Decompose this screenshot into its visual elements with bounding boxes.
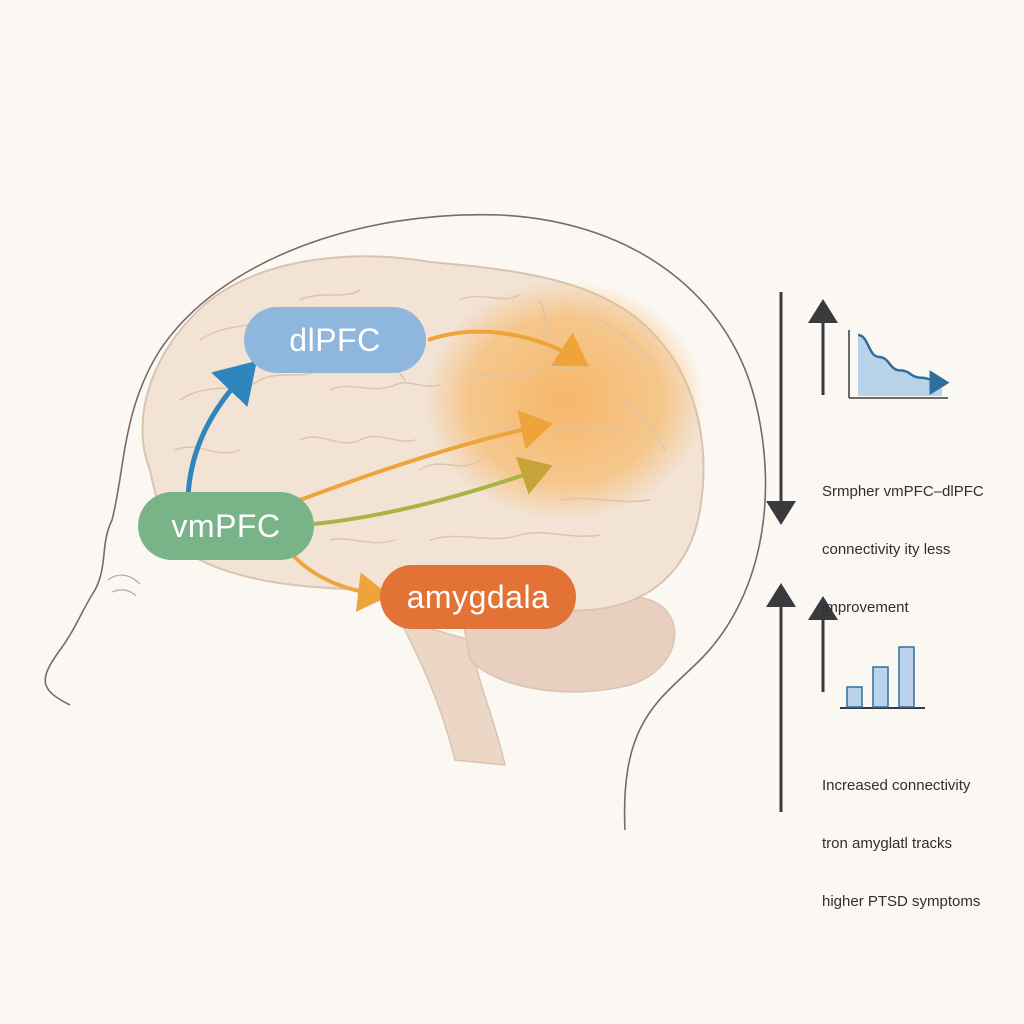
eye-detail xyxy=(107,574,141,597)
annotation-bottom-line-2: tron amyglatl tracks xyxy=(822,835,953,852)
head-outline xyxy=(44,213,767,831)
highlighted-dlpfc-region xyxy=(425,280,705,520)
vmpfc-label: vmPFC xyxy=(138,492,314,560)
mini-bar xyxy=(872,666,889,708)
arrow-vmpfc-to-dorsal-upper xyxy=(299,410,553,502)
vmpfc-label-text: vmPFC xyxy=(171,507,281,544)
annotation-bottom: Increased connectivity tron amyglatl tra… xyxy=(822,742,1012,945)
annotation-top: Srmpher vmPFC–dlPFC connectivity ity les… xyxy=(822,448,1012,651)
arrow-vmpfc-to-amygdala xyxy=(288,550,390,613)
arrow-vmpfc-to-dlpfc xyxy=(185,360,257,499)
amygdala-label: amygdala xyxy=(380,565,576,629)
dlpfc-label: dlPFC xyxy=(244,307,426,373)
mini-bar xyxy=(898,646,915,708)
arrow-dlpfc-to-hotspot xyxy=(427,329,589,367)
arrow-vmpfc-to-dorsal-lower xyxy=(313,456,553,526)
brain-gyri xyxy=(174,289,666,544)
annotation-bottom-line-3: higher PTSD symptoms xyxy=(822,893,981,910)
mini-bar xyxy=(846,686,863,708)
dlpfc-label-text: dlPFC xyxy=(289,321,381,358)
annotation-top-line-3: improvement xyxy=(822,599,909,616)
brain-stem xyxy=(398,618,506,766)
rising-bar-chart-icon xyxy=(840,646,925,709)
declining-curve-chart-icon xyxy=(848,330,950,399)
amygdala-label-text: amygdala xyxy=(406,578,550,615)
annotation-top-line-1: Srmpher vmPFC–dlPFC xyxy=(822,483,984,500)
annotation-bottom-line-1: Increased connectivity xyxy=(822,777,971,794)
annotation-top-line-2: connectivity ity less xyxy=(822,541,951,558)
